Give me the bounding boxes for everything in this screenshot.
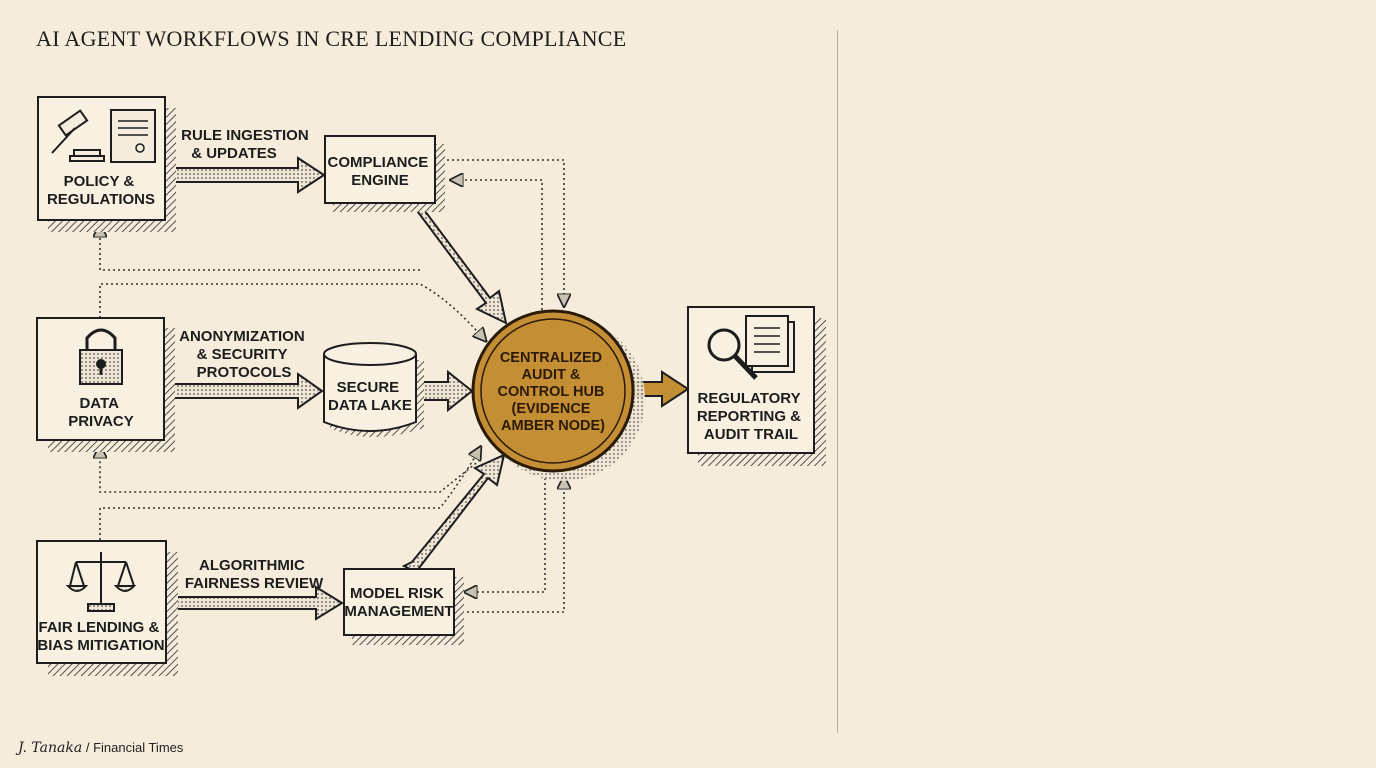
node-secure-data-lake: SECURE DATA LAKE bbox=[323, 342, 424, 437]
edge-label-rule-ingestion: RULE INGESTION & UPDATES bbox=[181, 127, 313, 162]
node-label: REGULATORY REPORTING & AUDIT TRAIL bbox=[697, 390, 805, 443]
arrow-policy-to-engine bbox=[165, 156, 326, 194]
edge-label-algorithmic: ALGORITHMIC FAIRNESS REVIEW bbox=[185, 557, 324, 592]
feedback-to-policy bbox=[100, 226, 420, 271]
magnifier-document-icon bbox=[707, 315, 795, 380]
node-label: FAIR LENDING & BIAS MITIGATION bbox=[37, 619, 164, 654]
node-model-risk: MODEL RISK MANAGEMENT bbox=[343, 568, 464, 645]
node-label: SECURE DATA LAKE bbox=[328, 379, 412, 414]
node-label: POLICY & REGULATIONS bbox=[47, 173, 155, 208]
flow-arrows bbox=[165, 156, 690, 621]
node-central-hub: CENTRALIZED AUDIT & CONTROL HUB (EVIDENC… bbox=[471, 309, 645, 481]
arrow-lake-to-hub bbox=[417, 369, 474, 413]
feedback-hub-to-model-outer bbox=[462, 478, 564, 613]
node-fair-lending: FAIR LENDING & BIAS MITIGATION bbox=[36, 540, 178, 676]
arrow-privacy-to-lake bbox=[165, 372, 324, 410]
feedback-fairlending-to-hub bbox=[99, 448, 480, 540]
feedback-loops bbox=[99, 159, 564, 613]
node-regulatory-reporting: REGULATORY REPORTING & AUDIT TRAIL bbox=[687, 306, 826, 466]
feedback-hub-to-engine-inner bbox=[452, 180, 543, 310]
edge-label-anonymization: ANONYMIZATION & SECURITY PROTOCOLS bbox=[179, 328, 309, 381]
gavel-icon bbox=[51, 109, 105, 162]
node-policy-regulations: POLICY & REGULATIONS bbox=[37, 96, 176, 232]
feedback-to-privacy bbox=[100, 447, 481, 493]
document-icon bbox=[110, 109, 156, 163]
scales-icon bbox=[65, 552, 137, 612]
node-label: DATA PRIVACY bbox=[68, 395, 134, 430]
arrow-engine-to-hub bbox=[401, 197, 508, 325]
padlock-icon bbox=[79, 328, 123, 385]
hub-label: CENTRALIZED AUDIT & CONTROL HUB (EVIDENC… bbox=[498, 350, 609, 434]
author-signature: J. Tanaka bbox=[18, 740, 83, 756]
source-label: / Financial Times bbox=[85, 740, 184, 755]
node-compliance-engine: COMPLIANCE ENGINE bbox=[324, 135, 445, 212]
vertical-divider bbox=[837, 30, 838, 733]
arrow-fairlending-to-model bbox=[167, 585, 344, 621]
arrow-model-to-hub bbox=[401, 453, 506, 574]
credit-line: J. Tanaka / Financial Times bbox=[18, 740, 183, 756]
page-title: AI AGENT WORKFLOWS IN CRE LENDING COMPLI… bbox=[36, 26, 627, 51]
node-label: COMPLIANCE ENGINE bbox=[327, 154, 432, 189]
node-label: MODEL RISK MANAGEMENT bbox=[344, 585, 453, 620]
node-data-privacy: DATA PRIVACY bbox=[36, 317, 175, 452]
feedback-privacy-to-hub bbox=[99, 283, 485, 340]
feedback-hub-to-engine-outer bbox=[447, 159, 564, 305]
feedback-hub-to-model-inner bbox=[466, 478, 546, 592]
